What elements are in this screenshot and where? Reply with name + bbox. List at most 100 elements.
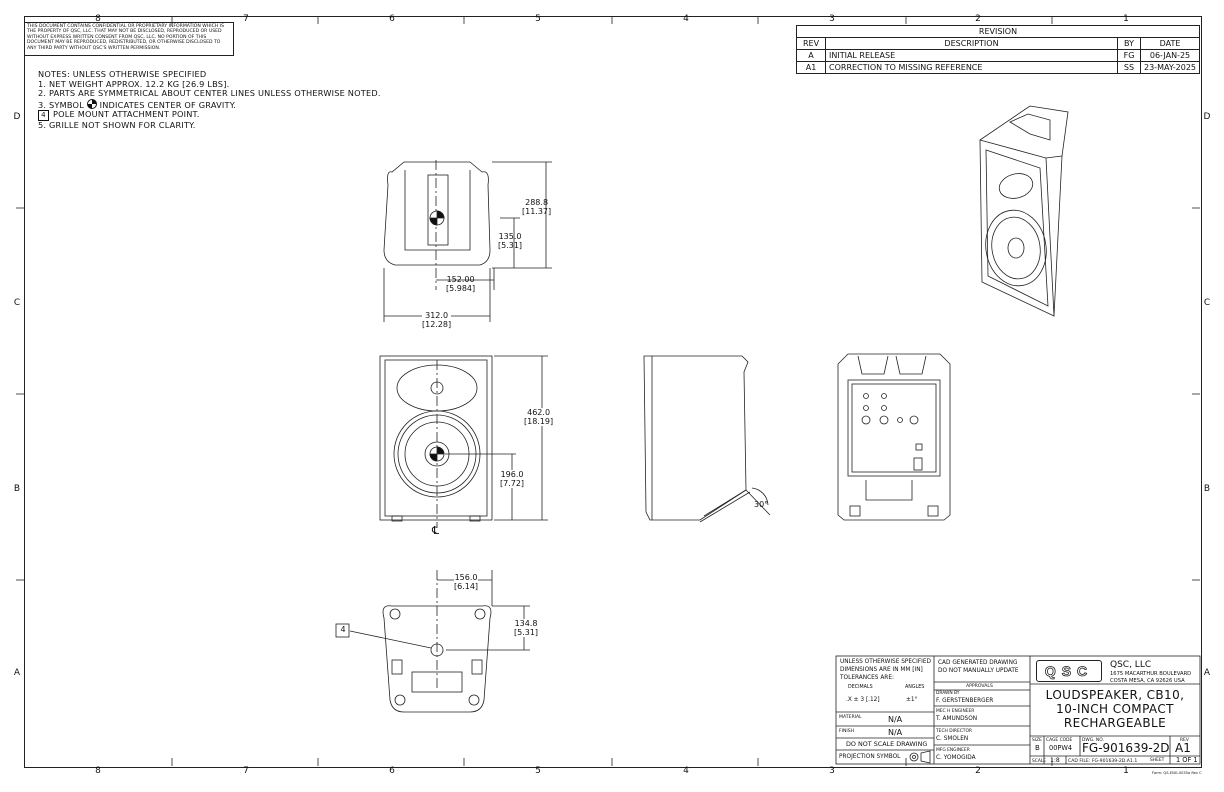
tb-size: B [1035, 744, 1040, 752]
tb-cad-1: CAD GENERATED DRAWING [938, 660, 1018, 666]
dim-value: 134.8 [514, 619, 538, 628]
zone-label-bottom: 4 [683, 766, 689, 776]
note-4: 4 POLE MOUNT ATTACHMENT POINT. [38, 109, 381, 122]
tb-address-2: COSTA MESA, CA 92626 USA [1110, 678, 1185, 684]
tb-rev: A1 [1175, 741, 1191, 755]
note-5: 5. GRILLE NOT SHOWN FOR CLARITY. [38, 120, 196, 131]
zone-ticks [16, 16, 1200, 766]
dim-value-in: [7.72] [500, 479, 525, 488]
dim-value-in: [5.984] [446, 284, 476, 293]
tb-material-label: MATERIAL [839, 715, 862, 720]
tb-rev-label: REV [1180, 738, 1189, 743]
zone-label-left: D [13, 112, 21, 122]
zone-label-top: 2 [975, 14, 981, 24]
notes-heading: NOTES: UNLESS OTHERWISE SPECIFIED [38, 69, 207, 79]
tb-tol-1: UNLESS OTHERWISE SPECIFIED [840, 659, 931, 665]
dim-value-in: [12.28] [422, 320, 452, 329]
tb-mfg: C. YOMOGIDA [936, 755, 976, 761]
tb-dwg-label: DWG. NO. [1082, 738, 1104, 743]
dim-top-width: 312.0[12.28] [422, 311, 452, 329]
dim-top-half-width: 152.00[5.984] [446, 275, 475, 293]
dim-front-height: 462.0[18.19] [524, 408, 554, 426]
tb-dec-val: .X ± 3 [.12] [846, 697, 880, 703]
tb-approvals: APPROVALS [966, 684, 993, 689]
drawing-title: LOUDSPEAKER, CB10, 10-INCH COMPACT RECHA… [1030, 688, 1200, 730]
zone-label-left: C [13, 298, 21, 308]
tb-tech: C. SMOLEN [936, 736, 969, 742]
tb-cage: 00PW4 [1049, 744, 1073, 752]
tb-projection: PROJECTION SYMBOL [839, 754, 901, 760]
tb-decimals: DECIMALS [848, 685, 873, 690]
tb-mec: T. AMUNDSON [936, 716, 978, 722]
zone-label-right: D [1203, 112, 1211, 122]
tb-cage-label: CAGE CODE [1046, 738, 1073, 743]
side-view [643, 355, 771, 523]
center-of-gravity-icon [86, 98, 97, 109]
title-block-lines [835, 655, 1201, 765]
zone-label-bottom: 5 [535, 766, 541, 776]
tb-drawn-label: DRAWN BY [936, 691, 960, 696]
zone-label-top: 8 [95, 14, 101, 24]
dim-bottom-depth: 134.8[5.31] [514, 619, 539, 637]
centerline-symbol: ℄ [432, 524, 440, 537]
tb-finish-label: FINISH [839, 729, 855, 734]
tb-ang-val: ±1° [906, 697, 918, 703]
zone-label-left: A [13, 668, 21, 678]
note-2: 2. PARTS ARE SYMMETRICAL ABOUT CENTER LI… [38, 88, 381, 99]
zone-label-bottom: 1 [1123, 766, 1129, 776]
dim-value-in: [18.19] [524, 417, 554, 426]
dim-value: 462.0 [527, 408, 551, 417]
dim-value: 135.0 [498, 232, 522, 241]
qsc-logo: QSC [1036, 660, 1102, 682]
zone-label-top: 1 [1123, 14, 1129, 24]
zone-label-left: B [13, 484, 21, 494]
tb-mec-label: MEC H ENGINEER [936, 709, 975, 714]
tb-scale: 1:8 [1050, 757, 1060, 764]
note-3: 3. SYMBOL INDICATES CENTER OF GRAVITY. [38, 98, 381, 111]
tb-tol-3: TOLERANCES ARE: [840, 675, 894, 681]
revision-date: 23-MAY-2025 [1139, 61, 1201, 74]
drawing-border [24, 16, 1202, 768]
note-4-box: 4 [38, 110, 49, 122]
tb-drawn: F. GERSTENBERGER [936, 698, 994, 704]
tb-company: QSC, LLC [1110, 660, 1152, 670]
callout-4: 4 [340, 625, 346, 634]
dim-front-cg: 196.0[7.72] [500, 470, 525, 488]
tb-form: Form: QS-ENG-0035a Rev C [1152, 771, 1202, 775]
drawing-title-line-3: RECHARGEABLE [1063, 716, 1167, 730]
tb-scale-label: SCALE [1032, 759, 1047, 764]
revision-table: REVISION REV DESCRIPTION BY DATE A INITI… [795, 25, 1201, 74]
zone-label-right: A [1203, 668, 1211, 678]
tb-tol-2: DIMENSIONS ARE IN MM [IN] [840, 667, 923, 673]
zone-label-top: 3 [829, 14, 835, 24]
zone-label-top: 4 [683, 14, 689, 24]
zone-label-bottom: 2 [975, 766, 981, 776]
table-row: A1 CORRECTION TO MISSING REFERENCE SS 23… [796, 61, 1201, 74]
dim-value-in: [5.31] [498, 241, 523, 250]
tb-mfg-label: MFG ENGINEER [936, 748, 970, 753]
tb-sheet: 1 OF 1 [1176, 756, 1198, 764]
zone-label-top: 7 [243, 14, 249, 24]
tb-angles: ANGLES [905, 685, 925, 690]
top-view [383, 160, 552, 322]
tb-tech-label: TECH DIRECTOR [936, 729, 972, 734]
front-view [379, 355, 548, 528]
dim-value-in: [6.14] [454, 582, 479, 591]
tb-size-label: SIZE [1032, 738, 1042, 743]
note-3-prefix: 3. SYMBOL [38, 99, 84, 110]
tb-address-1: 1675 MACARTHUR BOULEVARD [1110, 671, 1192, 677]
tb-material: N/A [888, 715, 903, 724]
tb-finish: N/A [888, 728, 903, 737]
zone-label-bottom: 3 [829, 766, 835, 776]
note-4-text: POLE MOUNT ATTACHMENT POINT. [53, 109, 200, 120]
drawing-title-line-2: 10-INCH COMPACT [1056, 702, 1174, 716]
dim-top-cg: 135.0[5.31] [498, 232, 522, 250]
dim-value-in: [11.37] [522, 207, 552, 216]
tb-noscale: DO NOT SCALE DRAWING [846, 740, 928, 748]
tb-sheet-label: SHEET [1150, 758, 1165, 763]
dim-value: 288.8 [525, 198, 549, 207]
dim-value: 312.0 [425, 311, 449, 320]
dim-value: 152.00 [446, 275, 475, 284]
zone-label-top: 5 [535, 14, 541, 24]
